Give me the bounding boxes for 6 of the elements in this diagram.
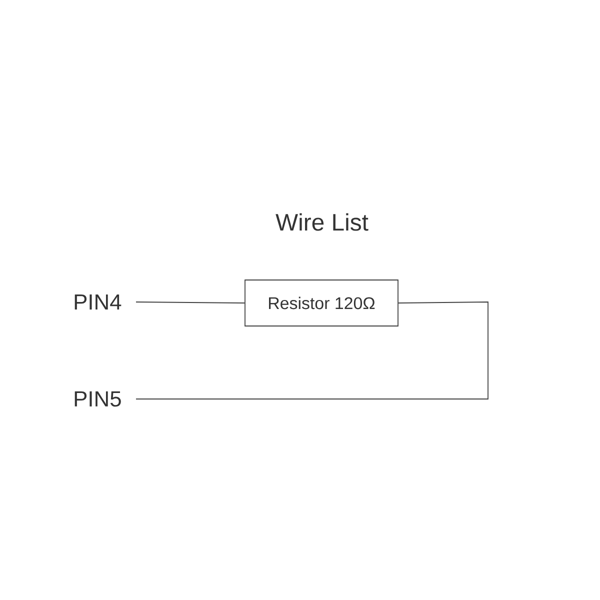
wire bbox=[136, 302, 245, 304]
title: Wire List bbox=[276, 213, 368, 231]
pin-label: PIN5 bbox=[74, 391, 121, 407]
wire bbox=[136, 302, 488, 400]
pin-label: PIN4 bbox=[74, 294, 122, 310]
resistor-box: Resistor 120Ω bbox=[244, 280, 398, 326]
